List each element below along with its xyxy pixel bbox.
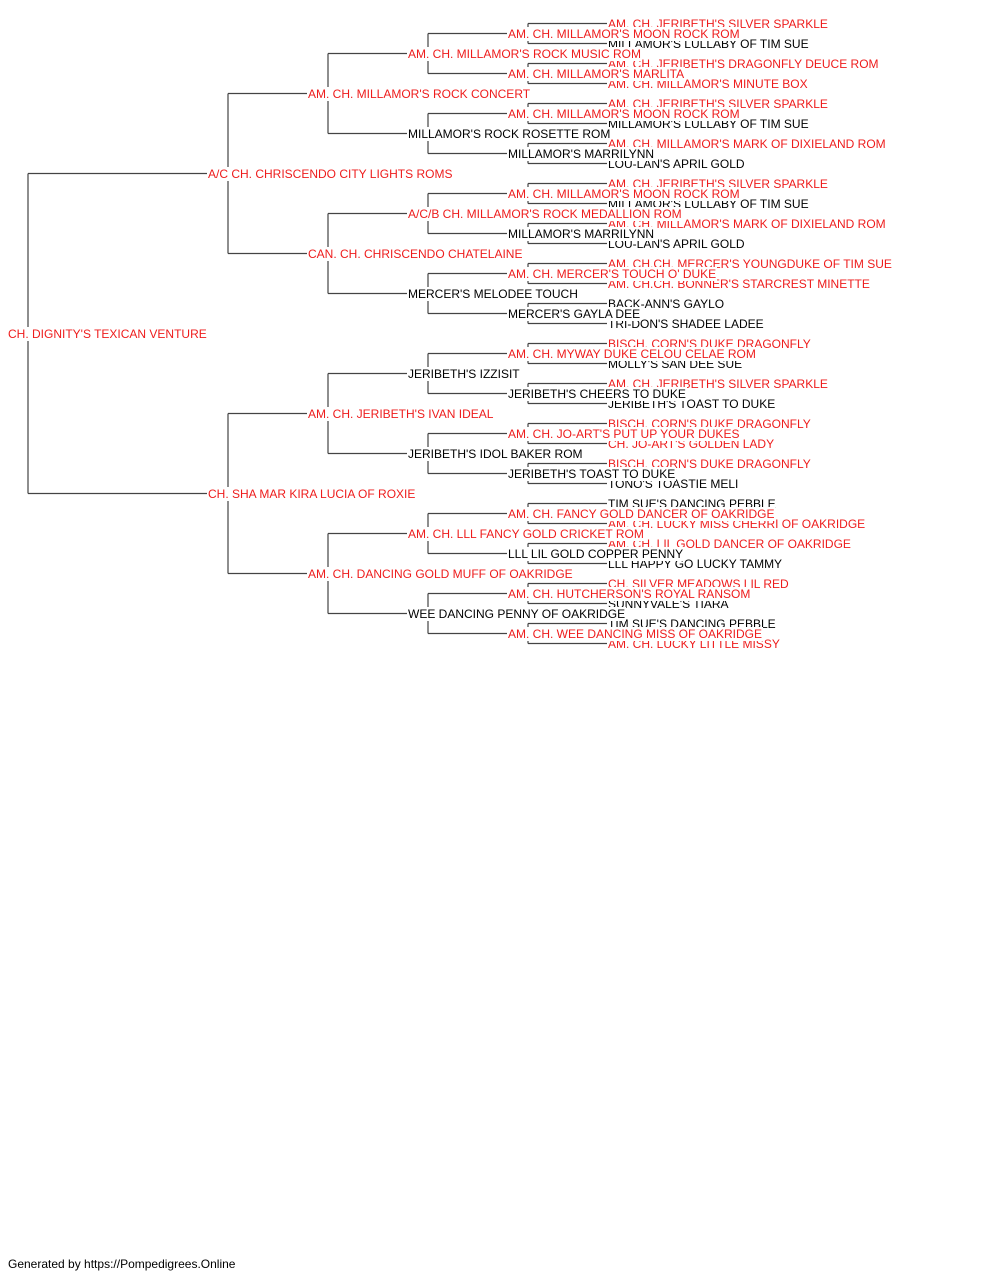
ancestor-name: MERCER'S GAYLA DEE [507, 306, 642, 321]
ancestor-name: CH. SHA MAR KIRA LUCIA OF ROXIE [207, 486, 417, 501]
ancestor-name: A/C/B CH. MILLAMOR'S ROCK MEDALLION ROM [407, 206, 683, 221]
ancestor-name: MILLAMOR'S MARRILYNN [507, 226, 656, 241]
ancestor-name: CAN. CH. CHRISCENDO CHATELAINE [307, 246, 524, 261]
ancestor-name: AM. CH. JERIBETH'S IVAN IDEAL [307, 406, 495, 421]
ancestor-name: TRI-DON'S SHADEE LADEE [607, 316, 765, 331]
ancestor-name: AM. CH. WEE DANCING MISS OF OAKRIDGE [507, 626, 764, 641]
ancestor-name: MILLAMOR'S ROCK ROSETTE ROM [407, 126, 612, 141]
ancestor-name: JERIBETH'S IZZISIT [407, 366, 521, 381]
ancestor-name: LLL LIL GOLD COPPER PENNY [507, 546, 685, 561]
subject-dog-name: CH. DIGNITY'S TEXICAN VENTURE [7, 326, 208, 341]
ancestor-name: AM. CH. MILLAMOR'S MOON ROCK ROM [507, 106, 741, 121]
ancestor-name: AM. CH. HUTCHERSON'S ROYAL RANSOM [507, 586, 752, 601]
ancestor-name: AM. CH. LLL FANCY GOLD CRICKET ROM [407, 526, 645, 541]
ancestor-name: AM. CH. DANCING GOLD MUFF OF OAKRIDGE [307, 566, 574, 581]
ancestor-name: AM. CH. MILLAMOR'S MOON ROCK ROM [507, 26, 741, 41]
ancestor-name: AM. CH. MILLAMOR'S MARLITA [507, 66, 686, 81]
ancestor-name: AM. CH. MERCER'S TOUCH O' DUKE [507, 266, 718, 281]
generated-by-footer: Generated by https://Pompedigrees.Online [8, 1257, 236, 1271]
ancestor-name: AM. CH. MILLAMOR'S MOON ROCK ROM [507, 186, 741, 201]
ancestor-name: MERCER'S MELODEE TOUCH [407, 286, 579, 301]
ancestor-name: AM. CH. MILLAMOR'S ROCK MUSIC ROM [407, 46, 642, 61]
ancestor-name: JERIBETH'S CHEERS TO DUKE [507, 386, 687, 401]
ancestor-name: MILLAMOR'S MARRILYNN [507, 146, 656, 161]
ancestor-name: JERIBETH'S IDOL BAKER ROM [407, 446, 584, 461]
ancestor-name: AM. CH. MYWAY DUKE CELOU CELAE ROM [507, 346, 757, 361]
ancestor-name: AM. CH. JO-ART'S PUT UP YOUR DUKES [507, 426, 741, 441]
ancestor-name: AM. CH. MILLAMOR'S MARK OF DIXIELAND ROM [607, 136, 887, 151]
ancestor-name: AM. CH. FANCY GOLD DANCER OF OAKRIDGE [507, 506, 776, 521]
ancestor-name: WEE DANCING PENNY OF OAKRIDGE [407, 606, 627, 621]
ancestor-name: AM. CH. MILLAMOR'S ROCK CONCERT [307, 86, 532, 101]
ancestor-name: A/C CH. CHRISCENDO CITY LIGHTS ROMS [207, 166, 454, 181]
ancestor-name: JERIBETH'S TOAST TO DUKE [507, 466, 677, 481]
